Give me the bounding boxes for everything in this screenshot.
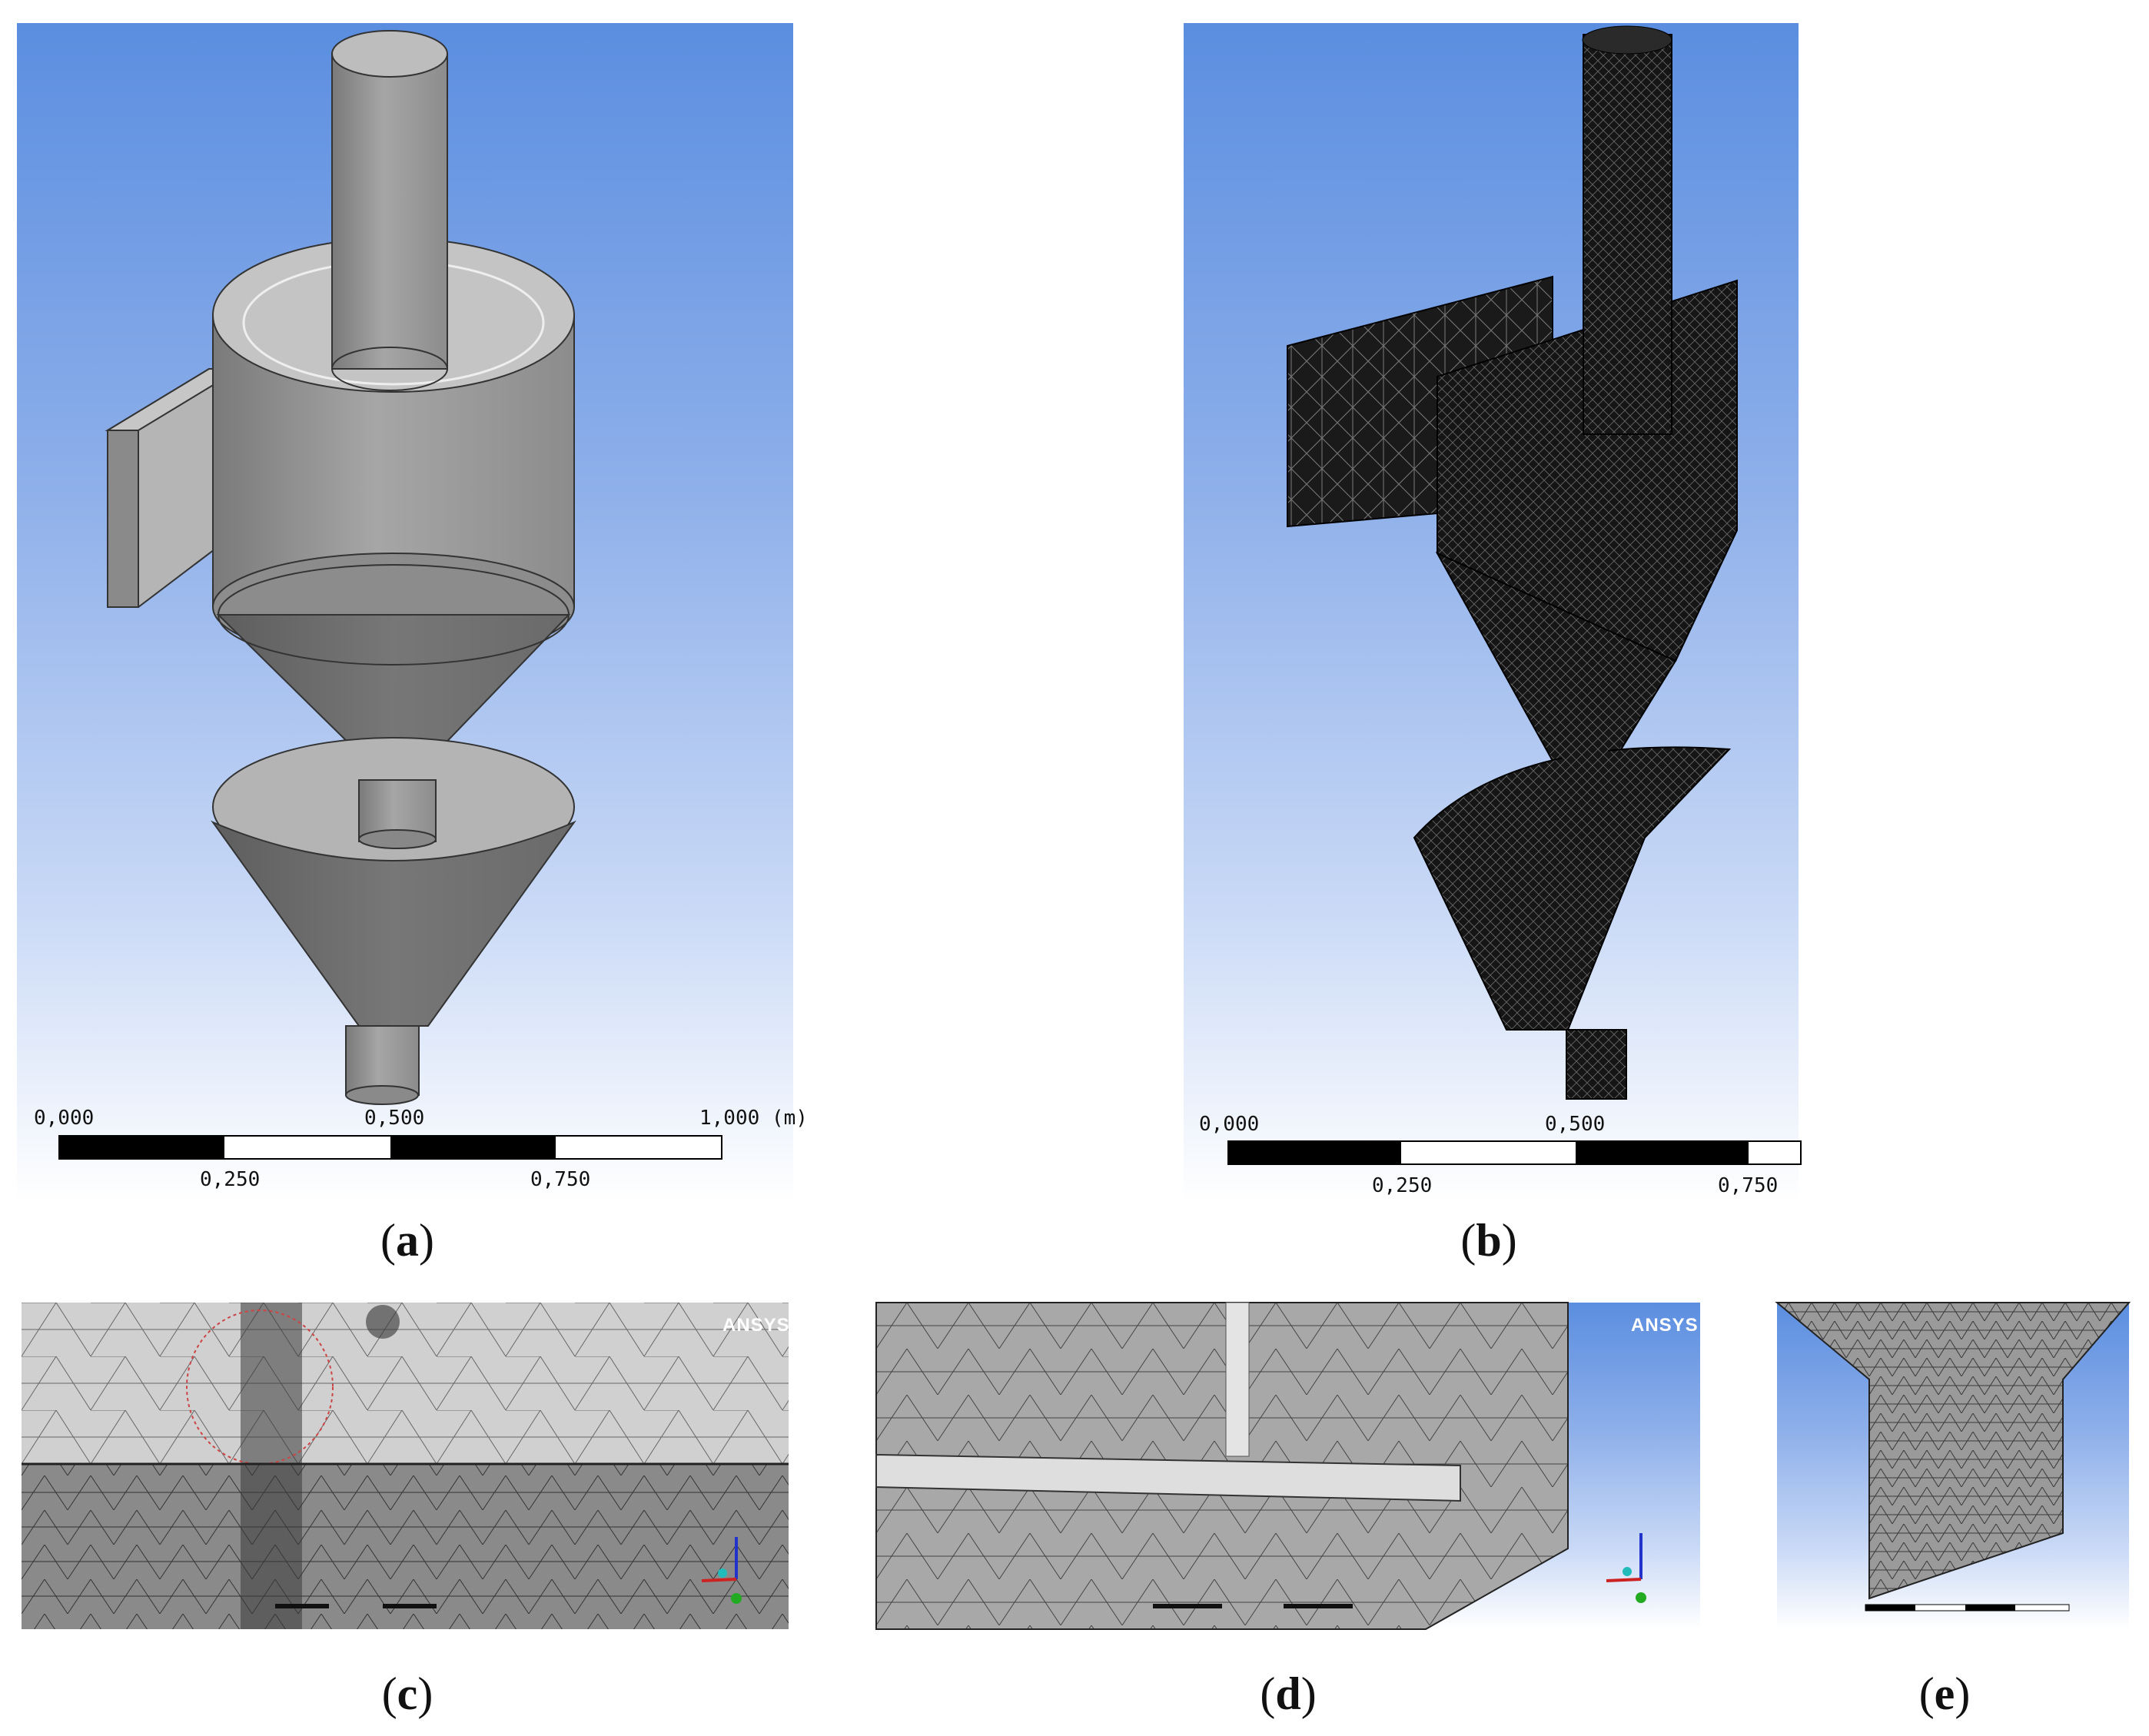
scale-bar: [1227, 1140, 1802, 1165]
mesh-vortex-finder: [1583, 34, 1672, 435]
ansys-logo: ANSYS: [1631, 1315, 1699, 1336]
panel-c-mesh-detail[interactable]: ANSYS: [22, 1303, 789, 1629]
ansys-logo: ANSYS: [722, 1315, 790, 1336]
scale-label-0250: 0,250: [1372, 1174, 1433, 1197]
scale-label-0: 0,000: [34, 1107, 95, 1130]
cyclone-mesh-model: [1227, 25, 1802, 1165]
vortex-finder: [331, 53, 448, 370]
mesh-outlet: [1566, 1029, 1627, 1100]
cyclone-geometry-model: [58, 30, 722, 1160]
panel-a-geometry-viewport[interactable]: 0,000 0,500 1,000 (m) 0,250 0,750: [17, 23, 808, 1203]
panel-d-mesh-detail[interactable]: ANSYS: [875, 1302, 1700, 1630]
scale-label-1000: 1,000 (m): [699, 1107, 808, 1130]
mesh-outlet-section: [1775, 1302, 2131, 1600]
triad-axis-icon: [1606, 1533, 1646, 1603]
upper-cone: [216, 614, 571, 754]
scale-label-0: 0,000: [1199, 1113, 1260, 1136]
scale-label-0500: 0,500: [364, 1107, 425, 1130]
mesh-vortex-gap: [875, 1453, 1461, 1502]
dust-outlet: [345, 1025, 420, 1096]
scale-bar: [58, 1135, 722, 1160]
panel-b-mesh-viewport[interactable]: 0,000 0,500 0,250 0,750: [1184, 23, 1802, 1203]
caption-b: (b): [1460, 1215, 1517, 1266]
scale-label-0750: 0,750: [1718, 1174, 1779, 1197]
lower-cone: [211, 820, 576, 1027]
triad-axis-icon: [701, 1537, 742, 1604]
scale-bar: [1865, 1604, 2070, 1612]
caption-e: (e): [1918, 1668, 1971, 1719]
caption-a: (a): [380, 1215, 434, 1266]
caption-d: (d): [1260, 1668, 1317, 1719]
caption-c: (c): [381, 1668, 433, 1719]
scale-label-0250: 0,250: [200, 1168, 261, 1191]
scale-label-0750: 0,750: [530, 1168, 591, 1191]
panel-e-outlet-mesh[interactable]: [1775, 1302, 2131, 1629]
scale-label-0500: 0,500: [1545, 1113, 1606, 1136]
